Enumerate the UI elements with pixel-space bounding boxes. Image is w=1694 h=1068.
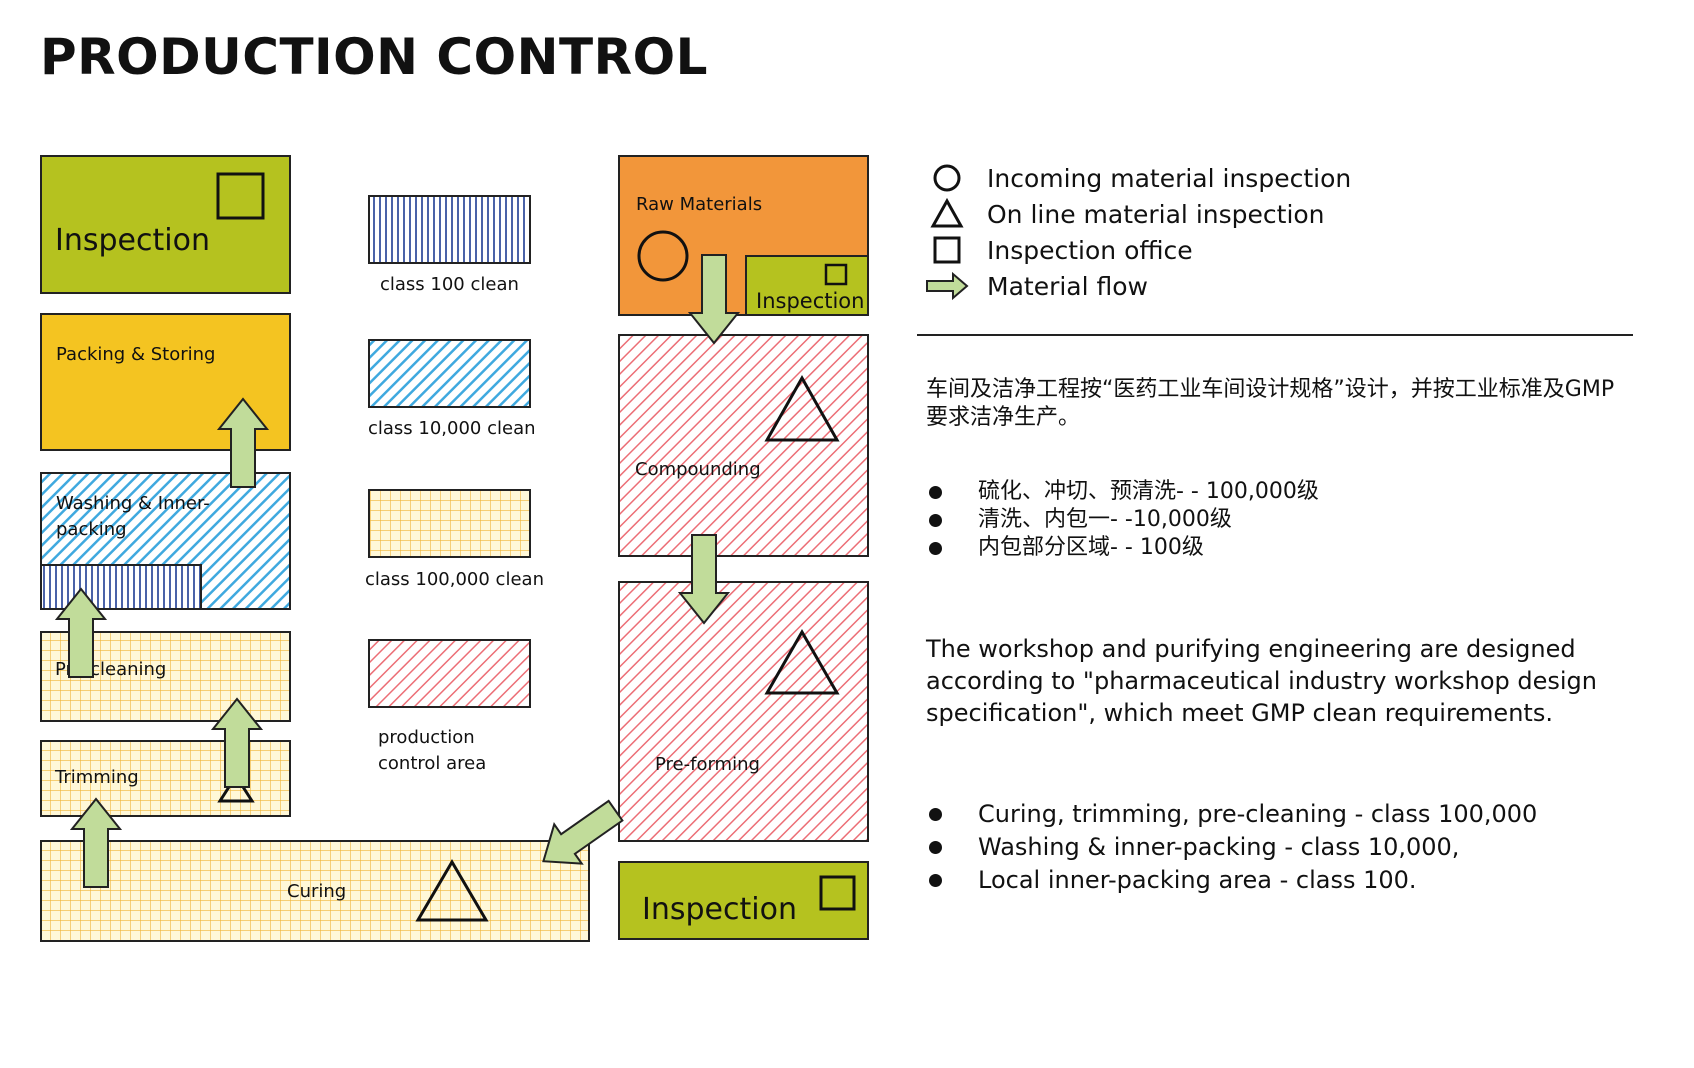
legend-label: On line material inspection (987, 199, 1325, 229)
online-inspection-triangle-icon (217, 773, 255, 803)
page-title: PRODUCTION CONTROL (40, 28, 708, 86)
swatch-class-100000-label: class 100,000 clean (365, 569, 544, 590)
inspection-area-bottom: Inspection (618, 861, 869, 940)
en-description: The workshop and purifying engineering a… (926, 635, 1597, 727)
inspection-bottom-label: Inspection (642, 892, 797, 927)
washing-label-line1: Washing & Inner- (56, 493, 210, 514)
list-item: Local inner-packing area - class 100. (926, 864, 1537, 897)
raw-inspection-label: Inspection (756, 289, 864, 313)
raw-materials-area: Raw Materials Inspection (618, 155, 869, 316)
list-item: Washing & inner-packing - class 10,000, (926, 831, 1537, 864)
curing-area: Curing (40, 840, 590, 942)
pre-forming-area: Pre-forming (618, 581, 869, 842)
en-bullet-list: Curing, trimming, pre-cleaning - class 1… (926, 798, 1537, 897)
swatch-production-control: production control area (368, 639, 531, 774)
list-item: Curing, trimming, pre-cleaning - class 1… (926, 798, 1537, 831)
list-item: 内包部分区域- - 100级 (926, 534, 1319, 562)
divider (917, 334, 1633, 336)
legend-item-online: On line material inspection (925, 196, 1351, 232)
inspection-office-square-icon (819, 875, 856, 911)
swatch-production-label-line1: production (378, 727, 475, 748)
swatch-production-label-line2: control area (378, 753, 486, 774)
legend-item-office: Inspection office (925, 232, 1351, 268)
compounding-area: Compounding (618, 334, 869, 557)
legend-label: Incoming material inspection (987, 163, 1352, 193)
swatch-class-100-label: class 100 clean (380, 274, 519, 295)
list-item: 清洗、内包一- -10,000级 (926, 506, 1319, 534)
zh-description: 车间及洁净工程按“医药工业车间设计规格”设计，并按工业标准及GMP要求洁净生产。 (926, 377, 1615, 430)
raw-inspection-area (745, 255, 869, 316)
swatch-class-100: class 100 clean (368, 195, 531, 295)
packing-storing-label: Packing & Storing (56, 344, 215, 365)
legend-item-flow: Material flow (925, 268, 1351, 304)
trimming-label: Trimming (54, 767, 139, 788)
class-100-zone (40, 564, 202, 610)
raw-materials-label: Raw Materials (636, 194, 762, 215)
legend: Incoming material inspection On line mat… (925, 160, 1351, 304)
online-inspection-triangle-icon (764, 628, 840, 695)
inspection-label: Inspection (55, 223, 210, 258)
trimming-area: Trimming (40, 740, 291, 817)
online-inspection-triangle-icon (764, 374, 840, 442)
triangle-icon (930, 197, 964, 228)
washing-inner-packing-area: Washing & Inner- packing (40, 472, 291, 610)
compounding-label: Compounding (635, 459, 761, 480)
arrow-right-icon (926, 271, 969, 301)
swatch-class-10000-label: class 10,000 clean (368, 418, 536, 439)
legend-item-incoming: Incoming material inspection (925, 160, 1351, 196)
inspection-office-square-icon (216, 172, 265, 220)
swatch-class-100000: class 100,000 clean (365, 489, 544, 590)
square-icon (933, 236, 961, 264)
production-flow-diagram: Inspection Packing & Storing Washing & I… (40, 155, 869, 942)
curing-label: Curing (287, 881, 346, 902)
pre-forming-label: Pre-forming (655, 754, 760, 775)
legend-label: Inspection office (987, 235, 1193, 265)
inspection-area-top: Inspection (40, 155, 291, 294)
list-item: 硫化、冲切、预清洗- - 100,000级 (926, 478, 1319, 506)
circle-icon (933, 164, 961, 192)
zh-bullet-list: 硫化、冲切、预清洗- - 100,000级 清洗、内包一- -10,000级 内… (926, 478, 1319, 562)
washing-label-line2: packing (56, 519, 127, 540)
swatch-class-10000: class 10,000 clean (368, 339, 536, 439)
legend-label: Material flow (987, 271, 1148, 301)
online-inspection-triangle-icon (415, 859, 489, 922)
inspection-office-square-icon (824, 263, 848, 286)
incoming-inspection-circle-icon (637, 230, 689, 282)
